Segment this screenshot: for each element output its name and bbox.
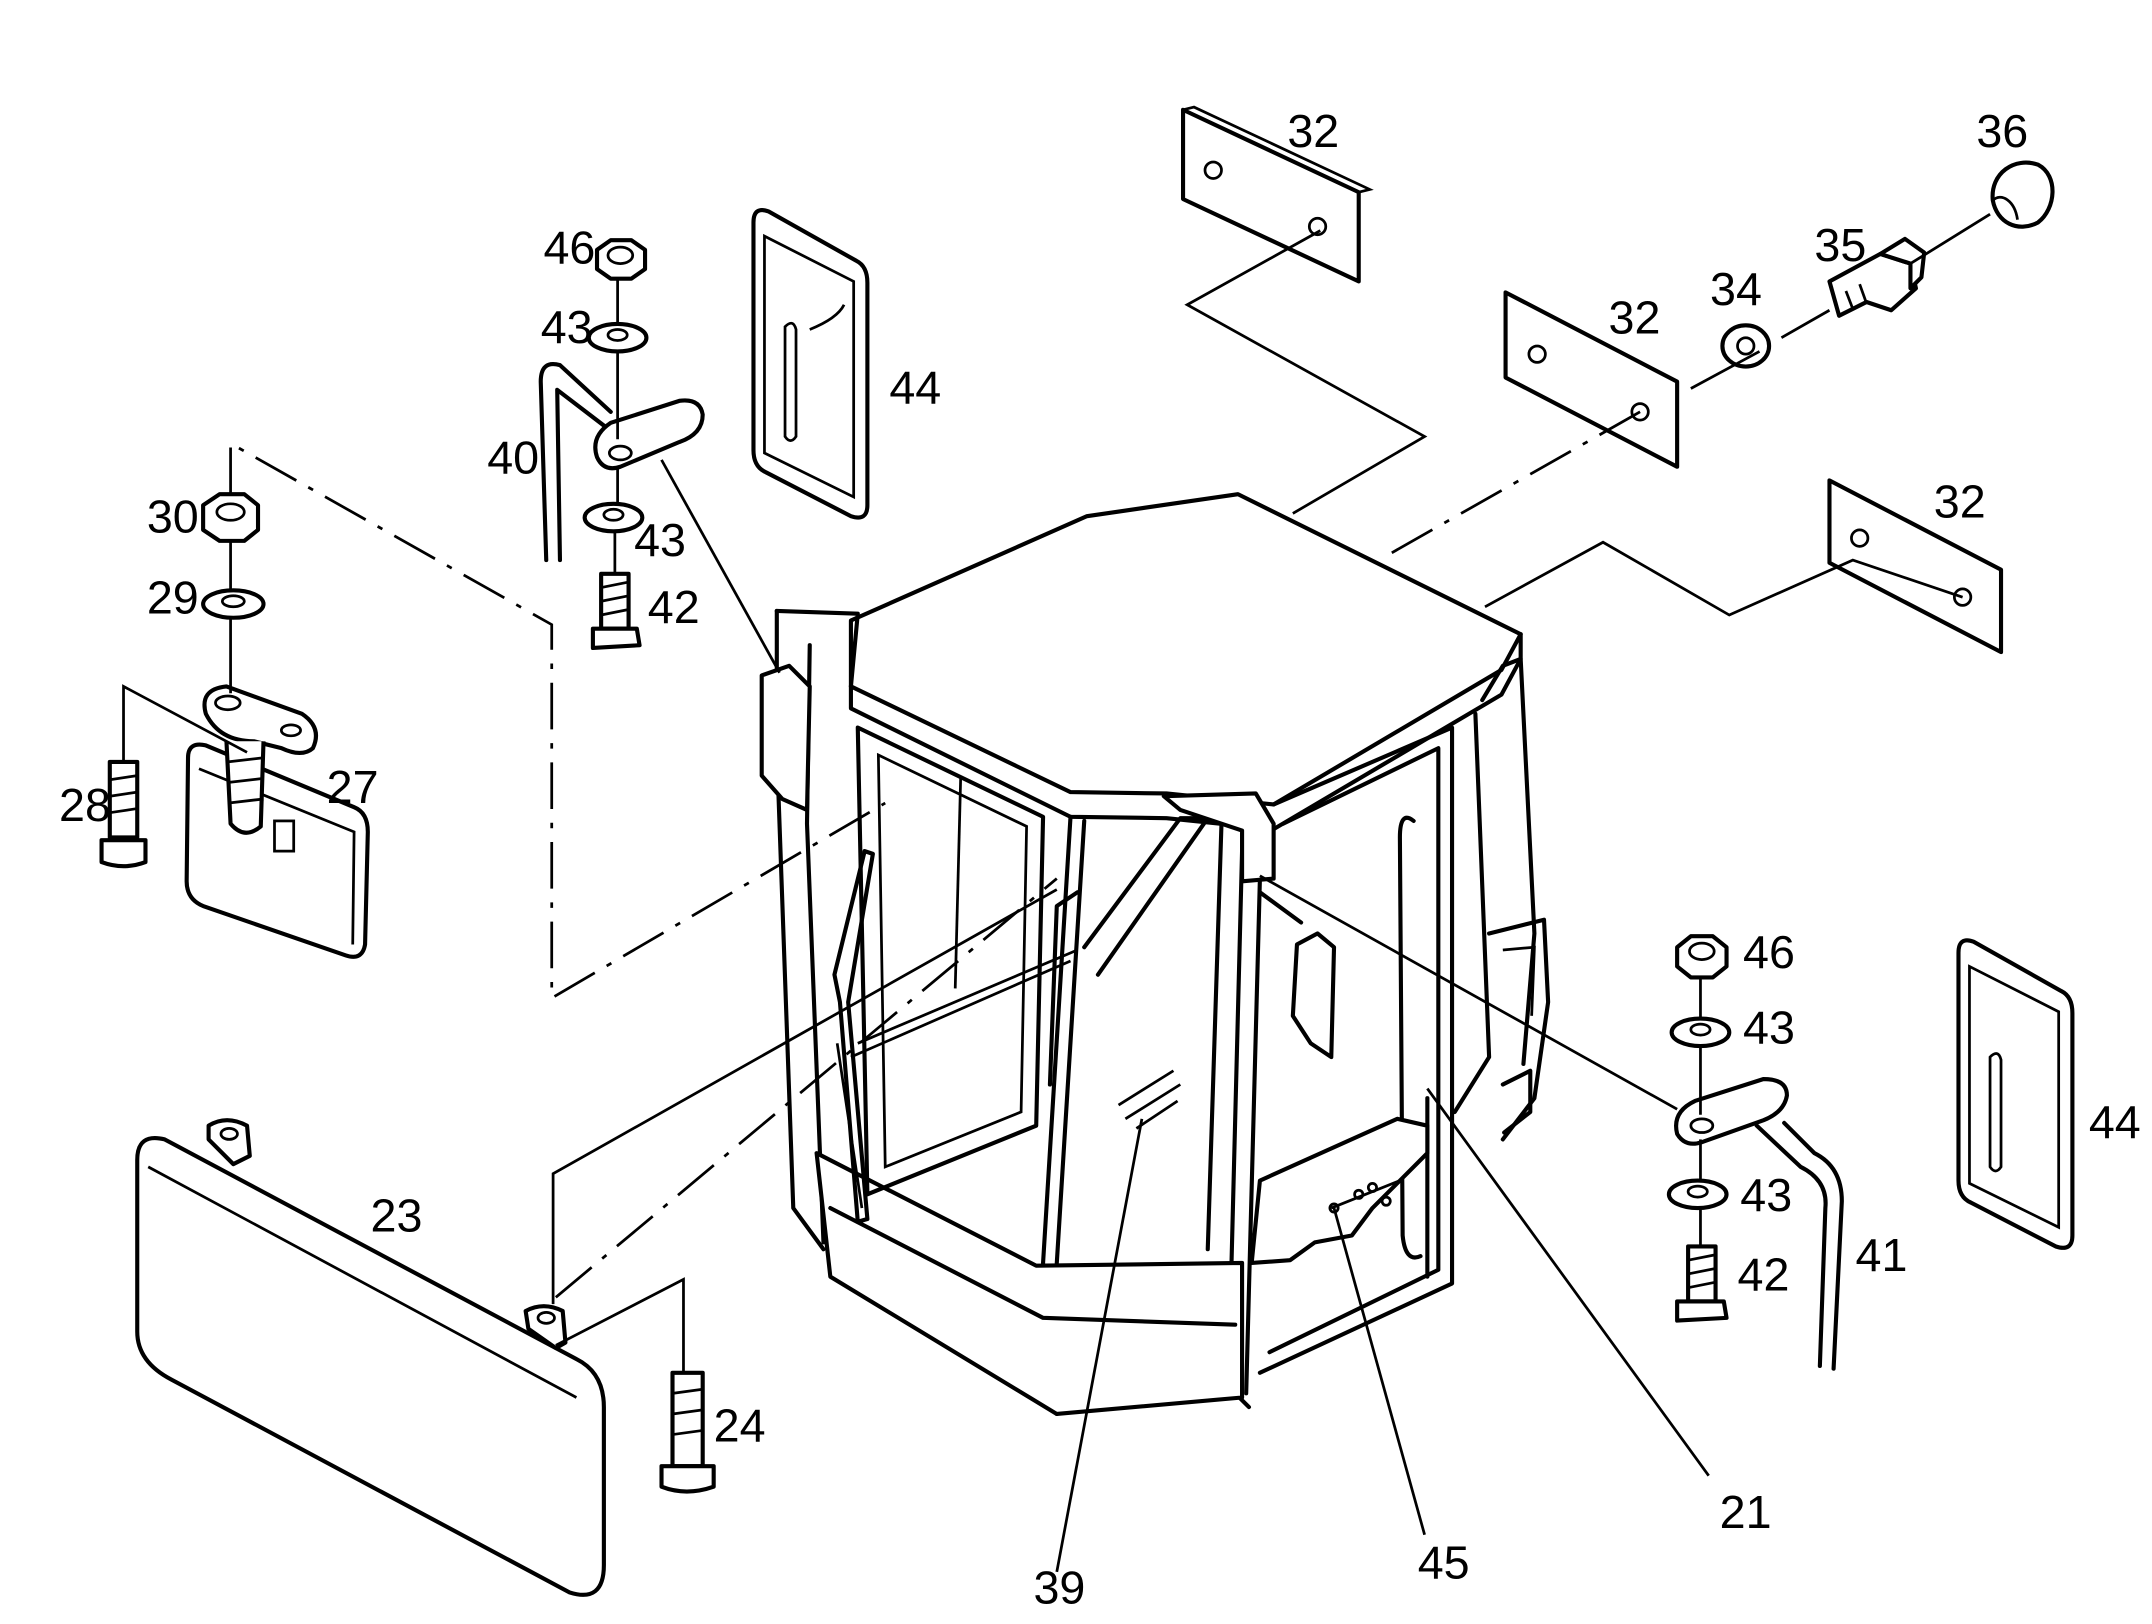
- leader-lines: [122, 212, 1991, 1573]
- callout-43-right-lower: 43: [1740, 1169, 1792, 1221]
- washer-43-left-upper: [586, 321, 649, 354]
- callout-39: 39: [1033, 1561, 1085, 1613]
- callout-44-left: 44: [889, 362, 941, 414]
- washer-29: [201, 588, 266, 620]
- bracket-41: [1674, 1076, 1844, 1371]
- callout-21: 21: [1720, 1486, 1772, 1538]
- mounting-plate-right: [1827, 478, 2004, 655]
- callout-24: 24: [714, 1399, 766, 1451]
- washer-43-right-upper: [1669, 1016, 1732, 1049]
- mounting-plate-top: [1180, 105, 1374, 284]
- callout-29: 29: [147, 572, 199, 624]
- callout-34: 34: [1710, 263, 1762, 315]
- bolt-28: [99, 759, 148, 869]
- interior-mirror-27: [184, 684, 370, 959]
- callout-41: 41: [1856, 1229, 1908, 1281]
- bolt-35: [1827, 236, 1927, 318]
- callout-36: 36: [1976, 105, 2028, 157]
- callout-32-right: 32: [1934, 476, 1986, 528]
- cap-36: [1990, 160, 2055, 229]
- washer-43-left-lower: [582, 501, 645, 534]
- bolt-42-left: [590, 571, 642, 651]
- callout-46-left: 46: [543, 222, 595, 274]
- callout-30: 30: [147, 491, 199, 543]
- side-mirror-left: [751, 207, 870, 520]
- nut-30: [201, 492, 261, 543]
- callout-43-right-upper: 43: [1743, 1001, 1795, 1053]
- callout-23: 23: [371, 1189, 423, 1241]
- callout-43-left-upper: 43: [541, 301, 593, 353]
- washer-43-right-lower: [1666, 1178, 1729, 1211]
- callout-42-right: 42: [1738, 1248, 1790, 1300]
- callout-43-left-lower: 43: [634, 514, 686, 566]
- callout-numbers: 32 32 32 36 35 34 46 43 40 43 42 44 30 2…: [59, 105, 2141, 1614]
- callout-28: 28: [59, 779, 111, 831]
- callout-32-middle: 32: [1609, 292, 1661, 344]
- callout-35: 35: [1814, 219, 1866, 271]
- bolt-24: [659, 1370, 716, 1494]
- washer-34: [1720, 323, 1772, 369]
- side-mirror-right: [1956, 938, 2075, 1250]
- mounting-plate-middle: [1503, 290, 1680, 469]
- callout-45: 45: [1418, 1537, 1470, 1589]
- callout-27: 27: [327, 761, 379, 813]
- bracket-40: [538, 362, 705, 563]
- sun-visor-23: [135, 1118, 606, 1597]
- callout-40: 40: [487, 432, 539, 484]
- nut-46-left: [594, 238, 648, 281]
- nut-46-right: [1675, 934, 1729, 980]
- callout-46-right: 46: [1743, 926, 1795, 978]
- callout-42-left: 42: [648, 581, 700, 633]
- callout-32-top: 32: [1287, 105, 1339, 157]
- callout-44-right: 44: [2089, 1096, 2141, 1148]
- cab-body: [759, 492, 1551, 1417]
- bolt-42-right: [1675, 1244, 1729, 1323]
